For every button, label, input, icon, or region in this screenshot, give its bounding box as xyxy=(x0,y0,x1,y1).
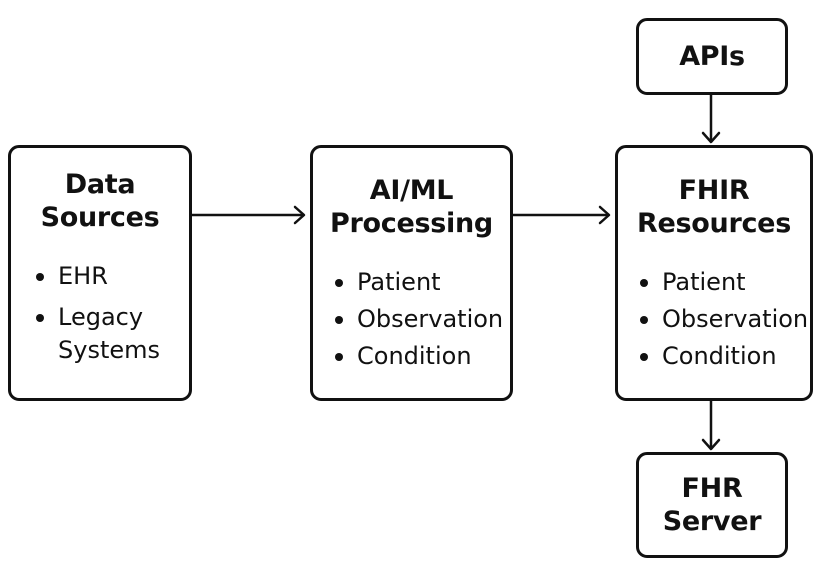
fhir-resources-list: Patient Observation Condition xyxy=(640,266,810,373)
bullet-icon xyxy=(335,316,343,324)
data-sources-node: Data Sources EHR Legacy Systems xyxy=(8,145,192,401)
bullet-icon xyxy=(36,273,44,281)
fhir-resources-node: FHIR Resources Patient Observation Condi… xyxy=(615,145,813,401)
list-item: Observation xyxy=(335,303,510,336)
list-item: Legacy Systems xyxy=(36,301,189,367)
ai-ml-processing-list: Patient Observation Condition xyxy=(335,266,510,373)
apis-node: APIs xyxy=(636,18,788,95)
arrow-apis-to-fhir-resources xyxy=(701,93,721,144)
bullet-icon xyxy=(335,353,343,361)
fhir-resources-title: FHIR Resources xyxy=(637,175,791,239)
bullet-icon xyxy=(335,279,343,287)
data-sources-list: EHR Legacy Systems xyxy=(36,260,189,367)
list-item: EHR xyxy=(36,260,189,293)
ai-ml-processing-title: AI/ML Processing xyxy=(330,175,493,239)
arrow-fhir-resources-to-fhr-server xyxy=(701,399,721,451)
arrow-ai-ml-to-fhir-resources xyxy=(511,205,611,225)
arrow-data-sources-to-ai-ml xyxy=(190,205,306,225)
list-item: Patient xyxy=(640,266,810,299)
bullet-icon xyxy=(640,279,648,287)
bullet-icon xyxy=(36,314,44,322)
bullet-icon xyxy=(640,316,648,324)
fhr-server-title: FHR Server xyxy=(662,473,762,537)
data-sources-title: Data Sources xyxy=(40,169,160,233)
ai-ml-processing-node: AI/ML Processing Patient Observation Con… xyxy=(310,145,513,401)
list-item: Condition xyxy=(640,340,810,373)
fhr-server-node: FHR Server xyxy=(636,452,788,558)
list-item: Condition xyxy=(335,340,510,373)
apis-title: APIs xyxy=(679,41,745,72)
list-item: Patient xyxy=(335,266,510,299)
list-item: Observation xyxy=(640,303,810,336)
bullet-icon xyxy=(640,353,648,361)
